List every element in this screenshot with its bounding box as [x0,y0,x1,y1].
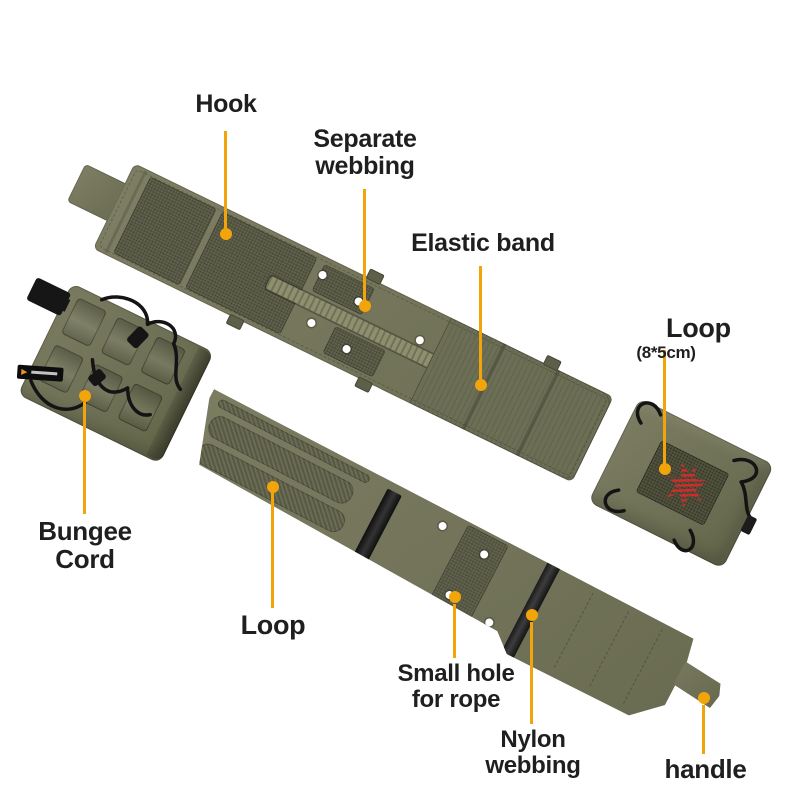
elastic-band-panel [409,317,614,483]
callout-size-note: (8*5cm) [636,343,696,363]
callout-label: Elastic band [411,229,555,257]
bungee-cords [29,295,183,417]
right-pouch-photo [588,398,775,569]
callout-dot [359,300,371,312]
callout-line [702,705,705,754]
callout-label: Separate webbing [313,125,417,180]
callout-line [453,604,456,658]
stitch-line [554,593,594,668]
callout-line [224,131,227,231]
callout-dot [659,463,671,475]
callout-label: Loop (8*5cm) [590,285,742,392]
brand-logo-patch [666,462,709,508]
stitch-line [623,629,663,704]
callout-dot [475,379,487,391]
loop-velcro-patch [635,440,730,526]
callout-label: Small hole for rope [397,660,515,713]
callout-label: Bungee Cord [38,516,132,575]
callout-dot [220,228,232,240]
snap-hole [306,317,317,329]
callout-line [530,622,533,724]
callout-label: handle [664,754,747,784]
stitch-line [589,611,629,686]
snap-hole [414,334,426,346]
callout-dot [449,591,461,603]
callout-dot [79,390,91,402]
callout-dot [698,692,710,704]
callout-line [83,402,86,514]
callout-label-main: Loop [666,313,731,344]
callout-dot [267,481,279,493]
callout-label: Nylon webbing [485,726,581,779]
bungee-cords [603,401,759,553]
callout-label: Hook [195,90,257,118]
stitch-divider [515,369,561,457]
callout-dot [526,609,538,621]
snap-hole [484,617,495,628]
callout-line [663,350,666,466]
callout-label: Loop [240,610,306,640]
callout-line [363,189,366,303]
edge-tab [354,376,374,394]
snap-hole [437,521,448,532]
belt-buckle [352,488,402,565]
edge-tab [365,268,385,286]
velcro-column [430,525,509,619]
callout-line [271,492,274,608]
left-pouch-photo [16,277,215,464]
callout-line [479,266,482,382]
